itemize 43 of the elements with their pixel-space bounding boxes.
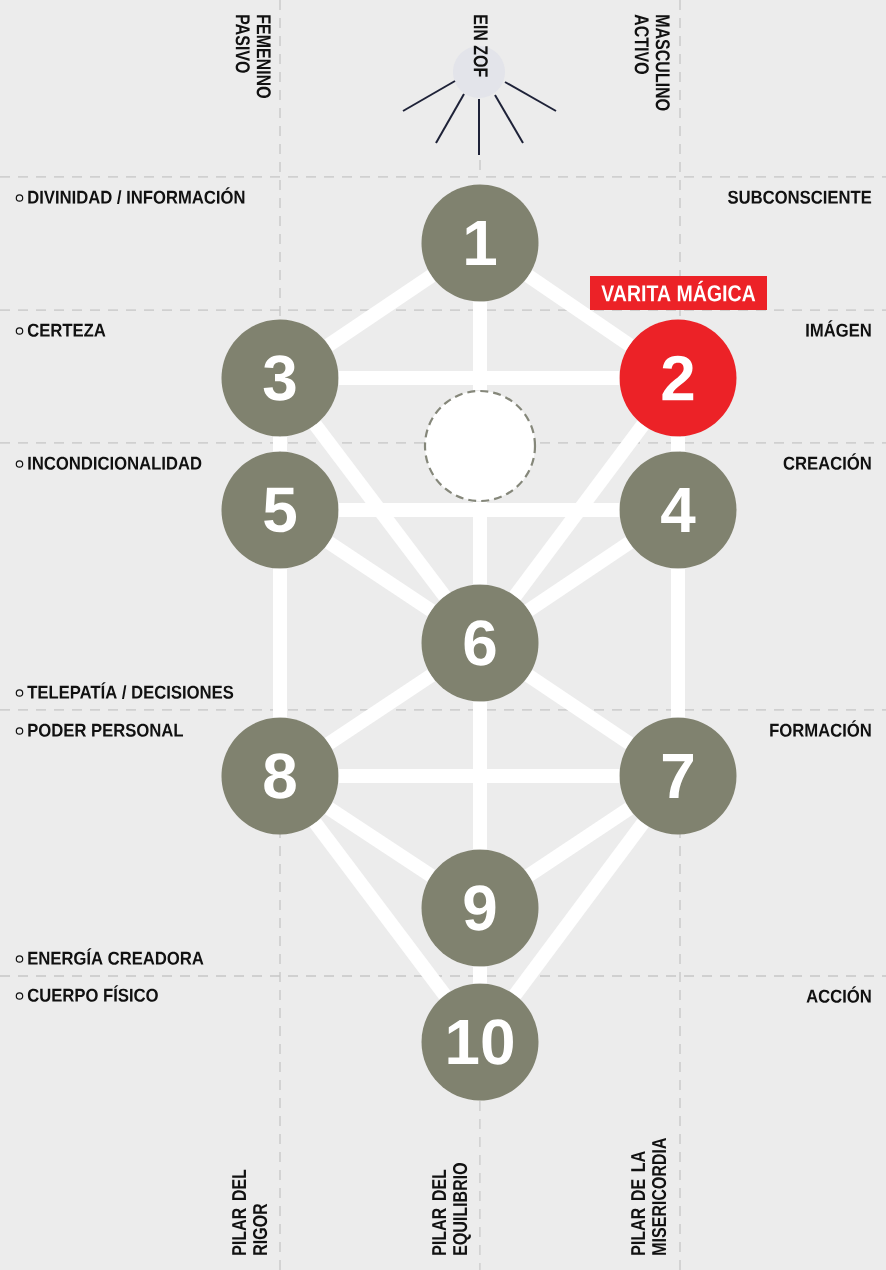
dashed-circle bbox=[423, 389, 537, 503]
row-label: ENERGÍA CREADORA bbox=[28, 948, 204, 965]
connector bbox=[338, 769, 620, 783]
connector bbox=[671, 436, 685, 452]
row-label: SUBCONSCIENTE bbox=[727, 190, 872, 204]
connector bbox=[273, 436, 287, 452]
vertical-label: EIN ZOF bbox=[473, 15, 488, 77]
connector bbox=[309, 818, 451, 1000]
connector bbox=[473, 966, 487, 984]
row-label: DIVINIDAD / INFORMACIÓN bbox=[28, 187, 245, 204]
connector bbox=[324, 270, 436, 351]
connector bbox=[524, 270, 634, 351]
row-label: TELEPATÍA / DECISIONES bbox=[27, 682, 234, 699]
connector bbox=[524, 669, 634, 750]
connector bbox=[325, 669, 435, 750]
connector bbox=[273, 568, 287, 718]
column-label: PILAR DE LA MISERICORDIA bbox=[631, 1138, 667, 1255]
connector bbox=[524, 802, 634, 882]
row-label: CUERPO FÍSICO bbox=[27, 985, 158, 1002]
column-label: PILAR DEL RIGOR bbox=[232, 1169, 268, 1255]
row-label: IMÁGEN bbox=[806, 320, 871, 337]
column-label: FEMENINO PASIVO bbox=[235, 15, 271, 98]
row-label: ACCIÓN bbox=[806, 986, 871, 1003]
connector bbox=[473, 301, 487, 390]
connector bbox=[509, 818, 649, 1000]
connector bbox=[338, 371, 620, 385]
connector bbox=[524, 536, 634, 617]
column-label: MASCULINO ACTIVO bbox=[634, 14, 670, 111]
connector bbox=[671, 568, 685, 718]
row-label: CERTEZA bbox=[27, 323, 106, 337]
column-label: PILAR DEL EQUILIBRIO bbox=[432, 1163, 471, 1255]
row-label: INCONDICIONALIDAD bbox=[28, 456, 202, 470]
row-label: CREACIÓN bbox=[783, 453, 871, 470]
highlight-tag: VARITA MÁGICA bbox=[590, 276, 767, 310]
connector bbox=[509, 420, 649, 601]
connector bbox=[473, 701, 487, 850]
connector bbox=[325, 802, 435, 882]
connector bbox=[338, 503, 620, 517]
connector bbox=[309, 420, 451, 601]
row-label: FORMACIÓN bbox=[770, 720, 871, 737]
connector bbox=[325, 536, 435, 617]
row-label: PODER PERSONAL bbox=[28, 723, 183, 737]
connector bbox=[473, 502, 487, 585]
